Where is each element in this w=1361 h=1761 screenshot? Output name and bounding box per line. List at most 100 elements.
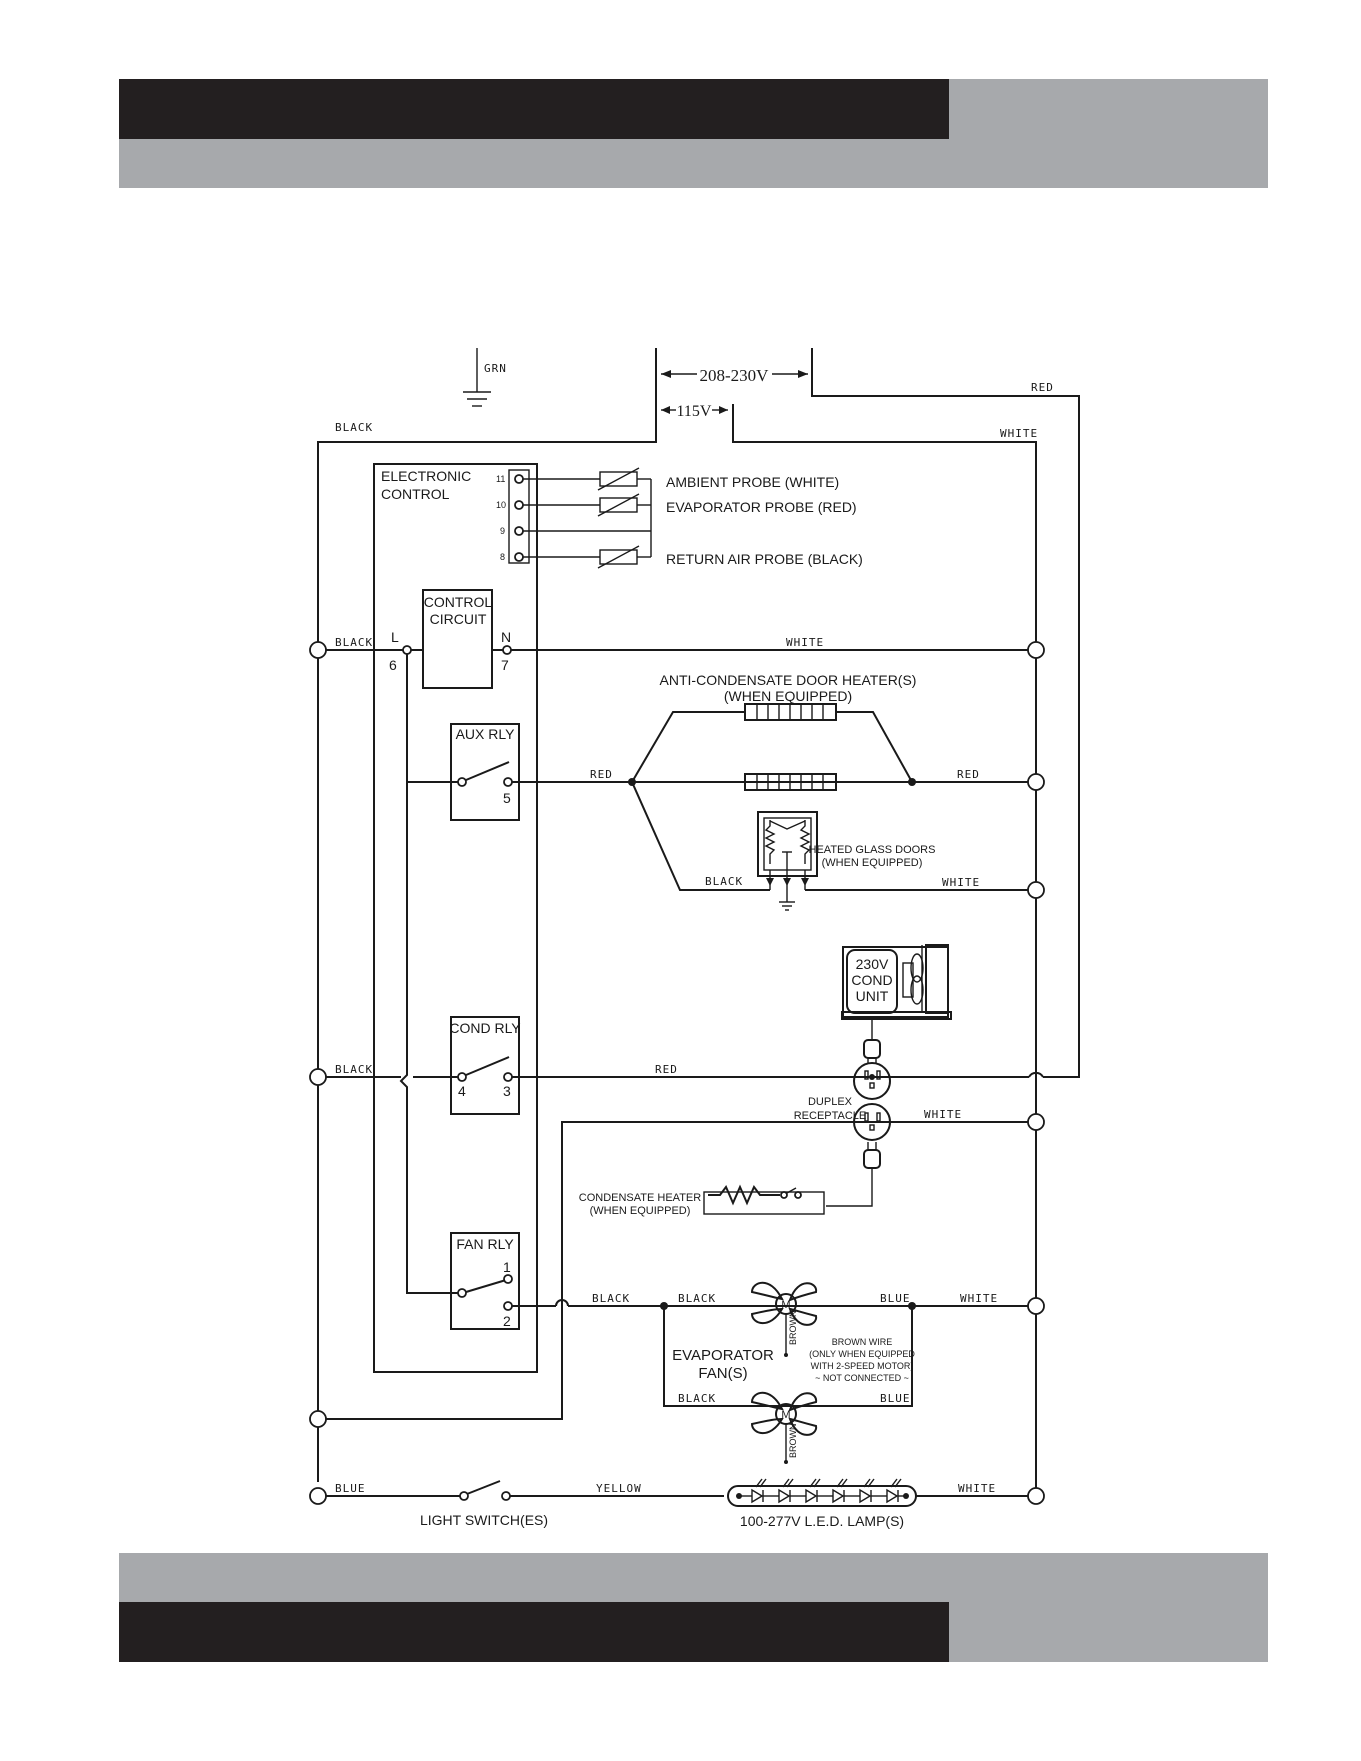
fan-relay-contact xyxy=(465,1279,507,1293)
wire-label-blue-fan-lower: BLUE xyxy=(880,1392,911,1405)
l-label: L xyxy=(391,629,399,645)
return-air-probe-label: RETURN AIR PROBE (BLACK) xyxy=(666,551,863,567)
pin-10: 10 xyxy=(496,500,506,510)
receptacle-label-2: RECEPTACLE xyxy=(794,1110,867,1122)
door-heater-lower xyxy=(744,773,837,791)
cond-relay-box xyxy=(450,1016,520,1115)
footer-dark-bar xyxy=(119,1602,949,1662)
receptacle-red-node xyxy=(869,1074,875,1080)
ambient-probe-symbol xyxy=(597,467,640,491)
wire-label-white-row1: WHITE xyxy=(786,636,824,649)
evaporator-fan-lower xyxy=(750,1391,818,1464)
wire-label-black-glass: BLACK xyxy=(705,875,743,888)
voltage-115-label: 115V xyxy=(677,403,712,420)
light-switch-contact xyxy=(501,1491,511,1501)
wire-label-red-cond: RED xyxy=(655,1063,678,1076)
brown-label-lower: BROWN xyxy=(788,1424,798,1459)
fan-relay-common xyxy=(457,1288,467,1298)
aux-relay-common xyxy=(457,777,467,787)
door-heater-right-node xyxy=(908,778,916,786)
wire-label-white-fan: WHITE xyxy=(960,1292,998,1305)
glass-doors-label-1: HEATED GLASS DOORS xyxy=(809,844,936,856)
supply-line-l2 xyxy=(811,348,1080,1078)
wire-label-red-top: RED xyxy=(1031,381,1054,394)
glass-doors-label-2: (WHEN EQUIPPED) xyxy=(822,857,923,869)
n-label: N xyxy=(501,629,511,645)
light-switch-blade xyxy=(466,1480,501,1495)
cond-unit-label-3: UNIT xyxy=(856,988,889,1004)
condensate-heater-symbol xyxy=(703,1184,825,1215)
control-circuit-2: CIRCUIT xyxy=(430,611,487,627)
led-lamp-label: 100-277V L.E.D. LAMP(S) xyxy=(740,1513,904,1529)
footer-gray-bar xyxy=(119,1553,1268,1602)
brown-note-2: (ONLY WHEN EQUIPPED xyxy=(809,1349,915,1359)
fan-right-node xyxy=(908,1302,916,1310)
fan-relay-label: FAN RLY xyxy=(456,1236,514,1252)
cond-relay-common xyxy=(457,1072,467,1082)
evaporator-probe-symbol xyxy=(597,493,640,517)
evap-fan-label-2: FAN(S) xyxy=(698,1365,747,1382)
n-junction xyxy=(502,645,512,655)
evaporator-probe-label: EVAPORATOR PROBE (RED) xyxy=(666,499,857,515)
control-circuit-box xyxy=(422,589,493,689)
control-circuit-1: CONTROL xyxy=(424,594,493,610)
wire-label-white-glass: WHITE xyxy=(942,876,980,889)
wire-label-yellow-light: YELLOW xyxy=(596,1482,642,1495)
wire-label-black-cond: BLACK xyxy=(335,1063,373,1076)
wire-label-blue-light: BLUE xyxy=(335,1482,366,1495)
probe-terminal-block xyxy=(508,469,530,564)
evaporator-fan-upper xyxy=(750,1281,818,1357)
left-bus-terminals xyxy=(309,641,327,1505)
door-heater-label-2: (WHEN EQUIPPED) xyxy=(724,688,852,704)
brown-note-3: WITH 2-SPEED MOTOR) xyxy=(811,1361,914,1371)
motor-label-lower: M xyxy=(781,1409,790,1421)
voltage-dimension-115 xyxy=(661,406,728,414)
wire-label-white-top: WHITE xyxy=(1000,427,1038,440)
internal-l-bus xyxy=(399,654,462,1294)
fan-crossover xyxy=(555,1299,569,1307)
grn-label: GRN xyxy=(484,362,507,375)
control-title-2: CONTROL xyxy=(381,486,450,502)
header-gray-tab xyxy=(949,79,1268,139)
cond-relay-no xyxy=(503,1072,513,1082)
return-air-probe-symbol xyxy=(597,545,640,569)
voltage-230-label: 208-230V xyxy=(700,366,770,385)
wire-label-blue-fan: BLUE xyxy=(880,1292,911,1305)
wire-label-black-top: BLACK xyxy=(335,421,373,434)
aux-relay-no xyxy=(503,777,513,787)
l-junction xyxy=(402,645,412,655)
wire-label-black-fan: BLACK xyxy=(592,1292,630,1305)
door-heater-label-1: ANTI-CONDENSATE DOOR HEATER(S) xyxy=(660,672,917,688)
aux-relay-contact xyxy=(465,761,510,781)
evap-fan-label-1: EVAPORATOR xyxy=(672,1347,774,1364)
electronic-control-box xyxy=(373,463,538,1373)
cond-unit-label-1: 230V xyxy=(856,956,889,972)
wire-label-white-receptacle: WHITE xyxy=(924,1108,962,1121)
glass-door-black-wire xyxy=(631,781,770,891)
cond-heater-label-2: (WHEN EQUIPPED) xyxy=(590,1205,691,1217)
cond-crossover xyxy=(1028,1071,1044,1078)
brown-note-4: ~ NOT CONNECTED ~ xyxy=(815,1373,909,1383)
fan-relay-pin2 xyxy=(503,1301,513,1311)
fan-left-node xyxy=(660,1302,668,1310)
cond-pin-3: 3 xyxy=(503,1083,511,1099)
cond-heater-label-1: CONDENSATE HEATER xyxy=(579,1192,701,1204)
ground-symbol xyxy=(463,348,491,407)
heated-glass-doors-symbol xyxy=(757,811,818,911)
wire-label-black-row1: BLACK xyxy=(335,636,373,649)
voltage-dimension-230 xyxy=(661,370,808,378)
wire-label-red-aux: RED xyxy=(590,768,613,781)
right-bus-terminals xyxy=(1027,641,1045,1505)
wire-label-white-led: WHITE xyxy=(958,1482,996,1495)
wire-label-black-fan2: BLACK xyxy=(678,1292,716,1305)
pin-8: 8 xyxy=(500,552,505,562)
door-heater-upper xyxy=(744,703,837,721)
fan-pin-2: 2 xyxy=(503,1313,511,1329)
ambient-probe-label: AMBIENT PROBE (WHITE) xyxy=(666,474,839,490)
light-switch-pivot xyxy=(459,1491,469,1501)
cond-unit-label-2: COND xyxy=(851,972,892,988)
brown-note-1: BROWN WIRE xyxy=(832,1337,893,1347)
door-heater-upper-right xyxy=(836,711,913,783)
door-heater-upper-left xyxy=(631,711,745,783)
